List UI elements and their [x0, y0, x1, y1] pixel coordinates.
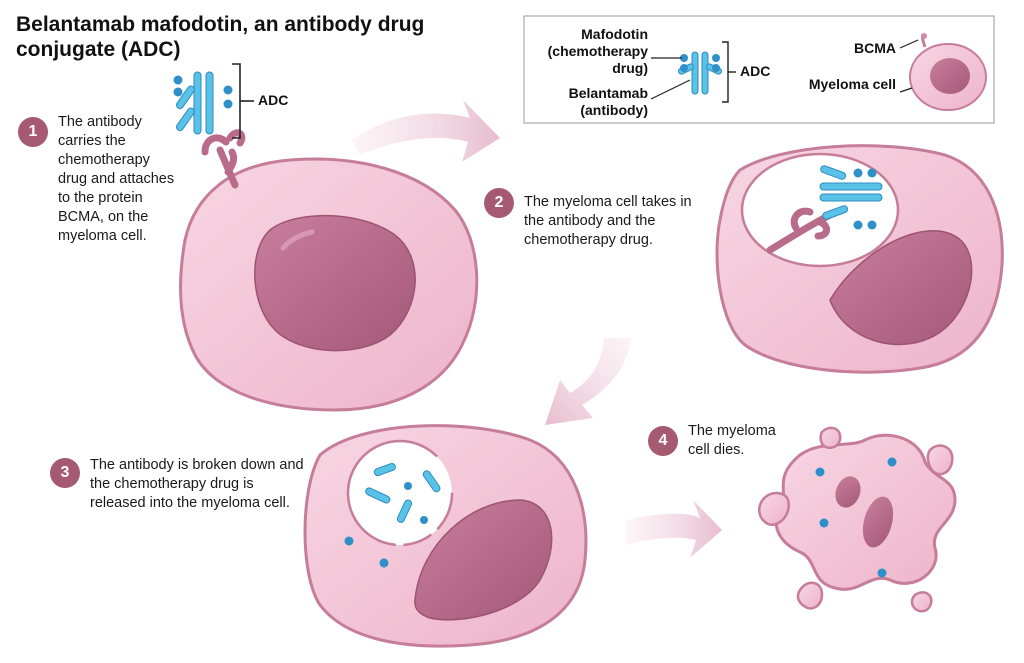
legend-bcma-label: BCMA — [854, 40, 896, 56]
step-1-badge: 1 — [18, 117, 48, 147]
legend-myeloma-cell — [899, 33, 987, 111]
step-2-badge: 2 — [484, 188, 514, 218]
step-4-text: The myeloma cell dies. — [688, 423, 776, 458]
step4-dying-cell — [758, 426, 957, 613]
legend-mafodotin-label: Mafodotin (chemotherapy drug) — [547, 26, 648, 76]
step2-adc — [766, 165, 883, 254]
legend-adc-icon — [650, 41, 736, 103]
arrow-2-to-3 — [545, 338, 632, 425]
step3-fragments — [344, 462, 441, 568]
arrow-3-to-4 — [626, 500, 722, 558]
legend-belantamab-label: Belantamab (antibody) — [568, 85, 648, 118]
step-1-adc-label: ADC — [258, 92, 289, 108]
legend-myeloma-cell-label: Myeloma cell — [808, 76, 896, 92]
step2-cell — [715, 144, 1004, 374]
step1-cell — [179, 157, 479, 412]
step3-cell — [303, 424, 588, 648]
step1-adc — [173, 71, 233, 135]
step-1-text: The antibody carries the chemotherapy dr… — [58, 114, 175, 244]
step-2-text: The myeloma cell takes in the antibody a… — [524, 194, 692, 248]
arrow-1-to-2 — [352, 100, 500, 162]
step1-adc-bracket — [232, 63, 254, 139]
legend-adc-label: ADC — [740, 63, 771, 79]
diagram-title: Belantamab mafodotin, an antibody drug c… — [16, 13, 425, 61]
step-3-badge: 3 — [50, 458, 80, 488]
step-3-text: The antibody is broken down and the chem… — [90, 457, 304, 511]
step-4-badge: 4 — [648, 426, 678, 456]
